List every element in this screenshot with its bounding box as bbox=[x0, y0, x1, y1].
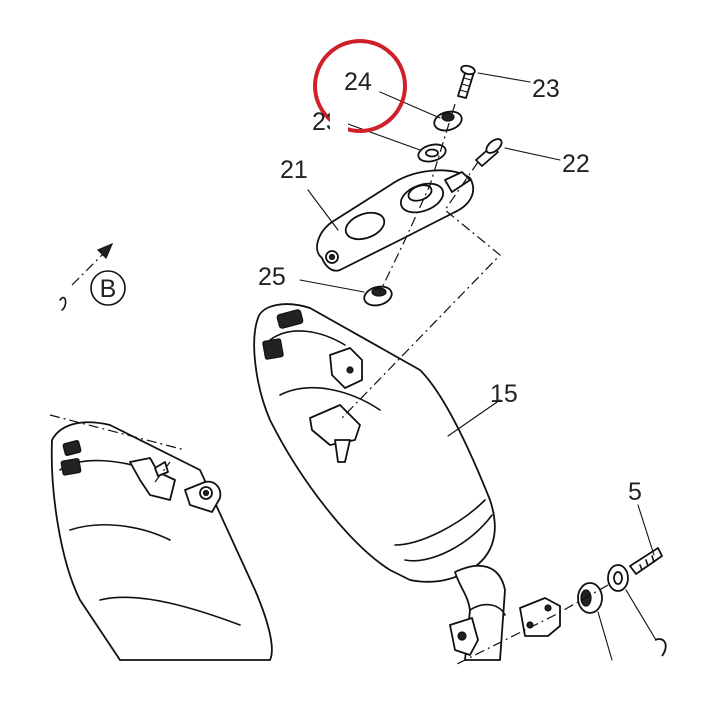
label-23: 23 bbox=[532, 75, 560, 103]
label-overlap-mask bbox=[330, 106, 348, 134]
label-25: 25 bbox=[258, 263, 286, 291]
view-b-circle bbox=[90, 270, 126, 306]
label-5: 5 bbox=[628, 478, 642, 506]
lower-right-hardware bbox=[519, 547, 667, 657]
label-21: 21 bbox=[280, 156, 308, 184]
bolt-part-23 bbox=[457, 64, 476, 99]
view-b-letter: B bbox=[100, 275, 117, 303]
bolt-part-22 bbox=[475, 138, 503, 167]
assembly-lines bbox=[49, 103, 609, 666]
silencer-left bbox=[50, 421, 273, 661]
silencer-part-15 bbox=[253, 303, 506, 661]
label-22: 22 bbox=[562, 150, 590, 178]
highlight-circle bbox=[313, 39, 407, 133]
grommet-part-24 bbox=[433, 110, 463, 132]
label-24: 24 bbox=[344, 68, 372, 96]
view-b-indicator: B bbox=[59, 242, 126, 311]
bracket-part-21 bbox=[316, 169, 475, 272]
grommet-part-25 bbox=[363, 285, 393, 307]
leader-lines bbox=[299, 72, 657, 661]
label-15: 15 bbox=[490, 380, 518, 408]
